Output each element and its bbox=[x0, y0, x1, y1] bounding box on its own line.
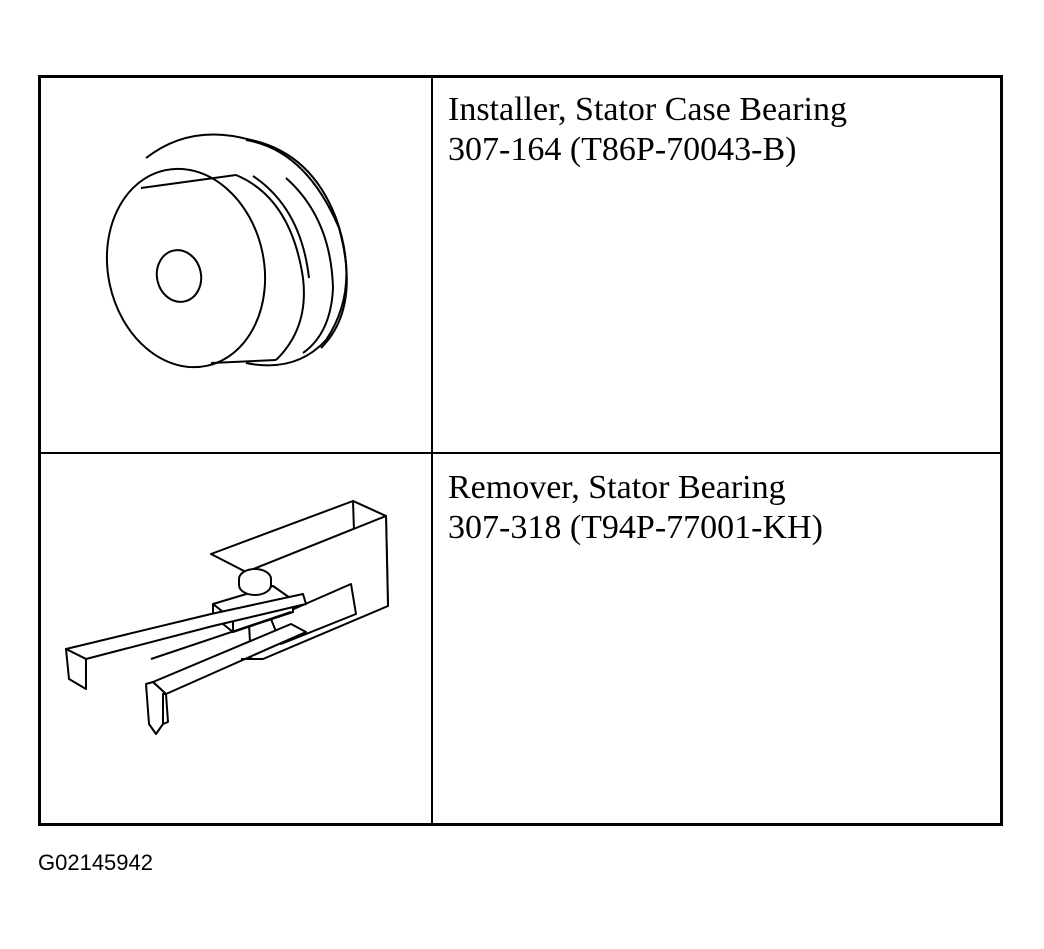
tool-name: Remover, Stator Bearing bbox=[448, 469, 786, 506]
tool-illustration-cell-1 bbox=[41, 78, 431, 452]
special-tools-table: Installer, Stator Case Bearing 307-164 (… bbox=[38, 75, 1003, 826]
row-divider bbox=[41, 452, 1000, 454]
tool-illustration-cell-2 bbox=[41, 454, 431, 823]
tool-name: Installer, Stator Case Bearing bbox=[448, 91, 847, 128]
figure-id: G02145942 bbox=[38, 850, 153, 875]
tool-description-1: Installer, Stator Case Bearing 307-164 (… bbox=[448, 90, 847, 170]
tool-description-2: Remover, Stator Bearing 307-318 (T94P-77… bbox=[448, 468, 823, 548]
stator-bearing-remover-icon bbox=[65, 500, 389, 735]
stator-case-bearing-installer-icon bbox=[105, 133, 348, 369]
tool-part-number: 307-164 (T86P-70043-B) bbox=[448, 131, 797, 168]
tool-part-number: 307-318 (T94P-77001-KH) bbox=[448, 509, 823, 546]
column-divider bbox=[431, 78, 433, 823]
